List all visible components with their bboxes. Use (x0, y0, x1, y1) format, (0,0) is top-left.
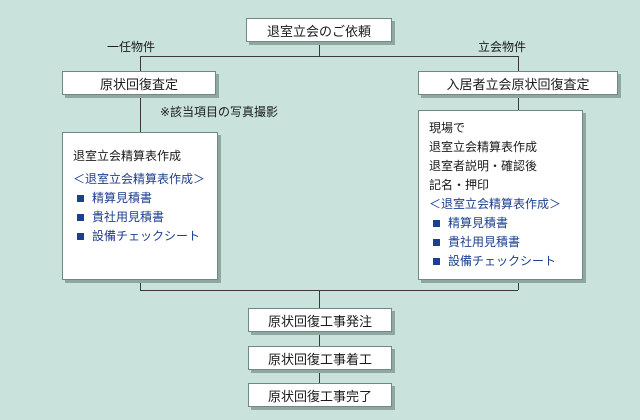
right-detail-line: 退室立会精算表作成 (429, 140, 538, 154)
right-item: 貴社用見積書 (429, 233, 572, 252)
step-complete-box: 原状回復工事完了 (248, 383, 392, 407)
step-complete-label: 原状回復工事完了 (267, 389, 372, 405)
square-bullet-icon (433, 238, 440, 246)
right-step-label: 入居者立会原状回復査定 (446, 77, 590, 93)
connector-step2-step3 (319, 370, 320, 383)
square-bullet-icon (77, 232, 84, 240)
left-item: 精算見積書 (73, 189, 207, 208)
square-bullet-icon (433, 257, 440, 265)
left-step-label: 原状回復査定 (99, 77, 178, 93)
connector-right-step-detail (518, 94, 519, 110)
right-item-label: 貴社用見積書 (448, 235, 521, 249)
square-bullet-icon (77, 213, 84, 221)
square-bullet-icon (77, 194, 84, 202)
left-step-box: 原状回復査定 (62, 71, 216, 95)
right-item-label: 精算見積書 (448, 216, 509, 230)
branch-right-label: 立会物件 (478, 40, 527, 54)
branch-left-label: 一任物件 (107, 40, 156, 54)
connector-right-detail-down (518, 280, 519, 290)
right-step-box: 入居者立会原状回復査定 (418, 71, 618, 95)
connector-left-detail-down (140, 280, 141, 290)
connector-step1-step2 (319, 332, 320, 346)
left-item-label: 貴社用見積書 (92, 210, 165, 224)
left-item-label: 精算見積書 (92, 191, 153, 205)
photo-note: ※該当項目の写真撮影 (160, 105, 279, 119)
step-order-label: 原状回復工事発注 (267, 314, 372, 330)
connector-merge-horizontal (140, 290, 518, 291)
connector-top-horizontal (140, 56, 518, 57)
right-item: 精算見積書 (429, 214, 572, 233)
right-detail-line: 現場で (429, 121, 466, 135)
left-section-title: ＜退室立会精算表作成＞ (73, 172, 206, 186)
connector-left-step-detail (140, 94, 141, 132)
right-detail-box: 現場で 退室立会精算表作成 退室者説明・確認後 記名・押印 ＜退室立会精算表作成… (418, 110, 583, 280)
connector-merge-down (319, 290, 320, 308)
connector-right-down (518, 56, 519, 72)
right-detail-line: 記名・押印 (429, 178, 490, 192)
request-box: 退室立会のご依頼 (246, 18, 392, 42)
left-item: 設備チェックシート (73, 227, 207, 246)
right-item: 設備チェックシート (429, 252, 572, 271)
connector-left-down (140, 56, 141, 72)
right-detail-line: 退室者説明・確認後 (429, 159, 538, 173)
step-order-box: 原状回復工事発注 (248, 308, 392, 332)
connector-top-vertical (319, 42, 320, 56)
left-detail-line: 退室立会精算表作成 (73, 149, 182, 163)
request-label: 退室立会のご依頼 (266, 24, 371, 40)
left-detail-box: 退室立会精算表作成 ＜退室立会精算表作成＞ 精算見積書 貴社用見積書 設備チェッ… (62, 132, 218, 280)
square-bullet-icon (433, 219, 440, 227)
step-start-box: 原状回復工事着工 (248, 346, 392, 370)
left-item: 貴社用見積書 (73, 208, 207, 227)
step-start-label: 原状回復工事着工 (267, 352, 372, 368)
right-item-label: 設備チェックシート (448, 254, 557, 268)
left-item-label: 設備チェックシート (92, 229, 201, 243)
right-section-title: ＜退室立会精算表作成＞ (429, 197, 562, 211)
